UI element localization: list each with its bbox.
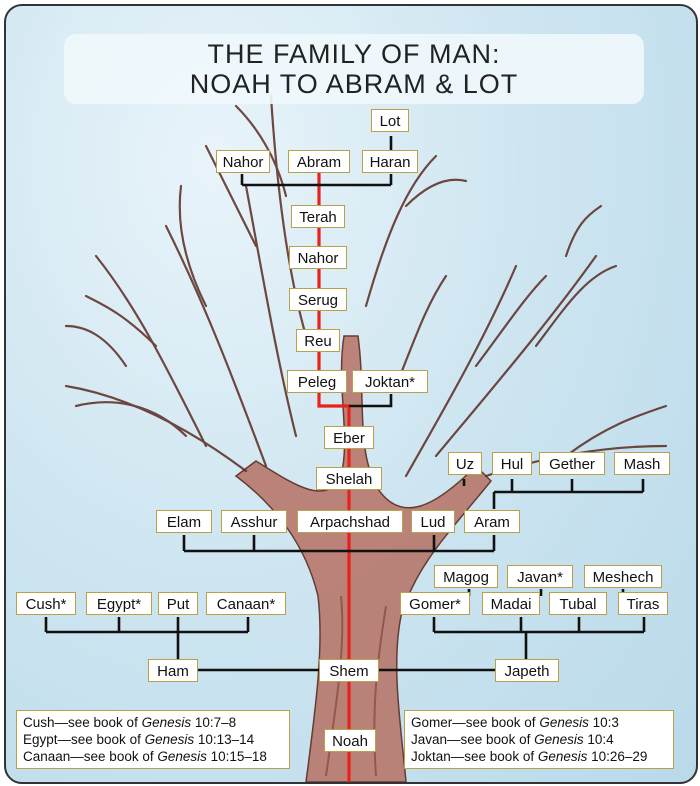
note-gomer: Gomer—see book of Genesis 10:3 [411,715,619,730]
node-lot: Lot [371,109,409,132]
title-line-2: NOAH TO ABRAM & LOT [189,69,519,99]
node-canaan: Canaan* [206,592,286,615]
node-cush: Cush* [16,592,76,615]
note-javan: Javan—see book of Genesis 10:4 [411,732,614,747]
node-asshur: Asshur [221,510,287,533]
node-abram: Abram [288,150,350,173]
node-meshech: Meshech [584,565,662,588]
node-terah: Terah [291,205,345,228]
node-haran: Haran [362,150,418,173]
node-shem: Shem [319,659,379,682]
node-aram: Aram [464,510,520,533]
node-nahor-top: Nahor [216,150,270,173]
notes-right: Gomer—see book of Genesis 10:3 Javan—see… [404,710,674,769]
node-shelah: Shelah [316,467,382,490]
node-reu: Reu [296,329,340,352]
node-joktan: Joktan* [352,370,428,393]
node-elam: Elam [156,510,212,533]
note-cush: Cush—see book of Genesis 10:7–8 [23,715,237,730]
notes-left: Cush—see book of Genesis 10:7–8 Egypt—se… [16,710,290,769]
node-put: Put [158,592,198,615]
note-egypt: Egypt—see book of Genesis 10:13–14 [23,732,255,747]
note-canaan: Canaan—see book of Genesis 10:15–18 [23,749,267,764]
node-gether: Gether [539,452,605,475]
node-eber: Eber [324,426,374,449]
node-nahor-mid: Nahor [289,246,347,269]
node-peleg: Peleg [287,370,347,393]
node-japeth: Japeth [495,659,559,682]
node-magog: Magog [434,565,498,588]
node-uz: Uz [448,452,482,475]
tree-trunk [234,335,493,782]
node-javan: Javan* [507,565,573,588]
node-ham: Ham [148,659,198,682]
node-noah: Noah [324,729,376,752]
node-arpachshad: Arpachshad [297,510,403,533]
node-madai: Madai [482,592,540,615]
note-joktan: Joktan—see book of Genesis 10:26–29 [411,749,648,764]
lineage-line [317,166,351,782]
node-lud: Lud [411,510,455,533]
diagram-frame: THE FAMILY OF MAN: NOAH TO ABRAM & LOT L… [4,4,698,784]
node-gomer: Gomer* [400,592,470,615]
node-tubal: Tubal [549,592,607,615]
node-mash: Mash [614,452,670,475]
node-tiras: Tiras [618,592,668,615]
title-box: THE FAMILY OF MAN: NOAH TO ABRAM & LOT [64,34,644,104]
node-egypt: Egypt* [86,592,152,615]
tree-branches [64,94,668,478]
node-serug: Serug [289,288,347,311]
title-line-1: THE FAMILY OF MAN: [207,39,501,69]
tree-illustration [44,94,668,782]
node-hul: Hul [492,452,532,475]
